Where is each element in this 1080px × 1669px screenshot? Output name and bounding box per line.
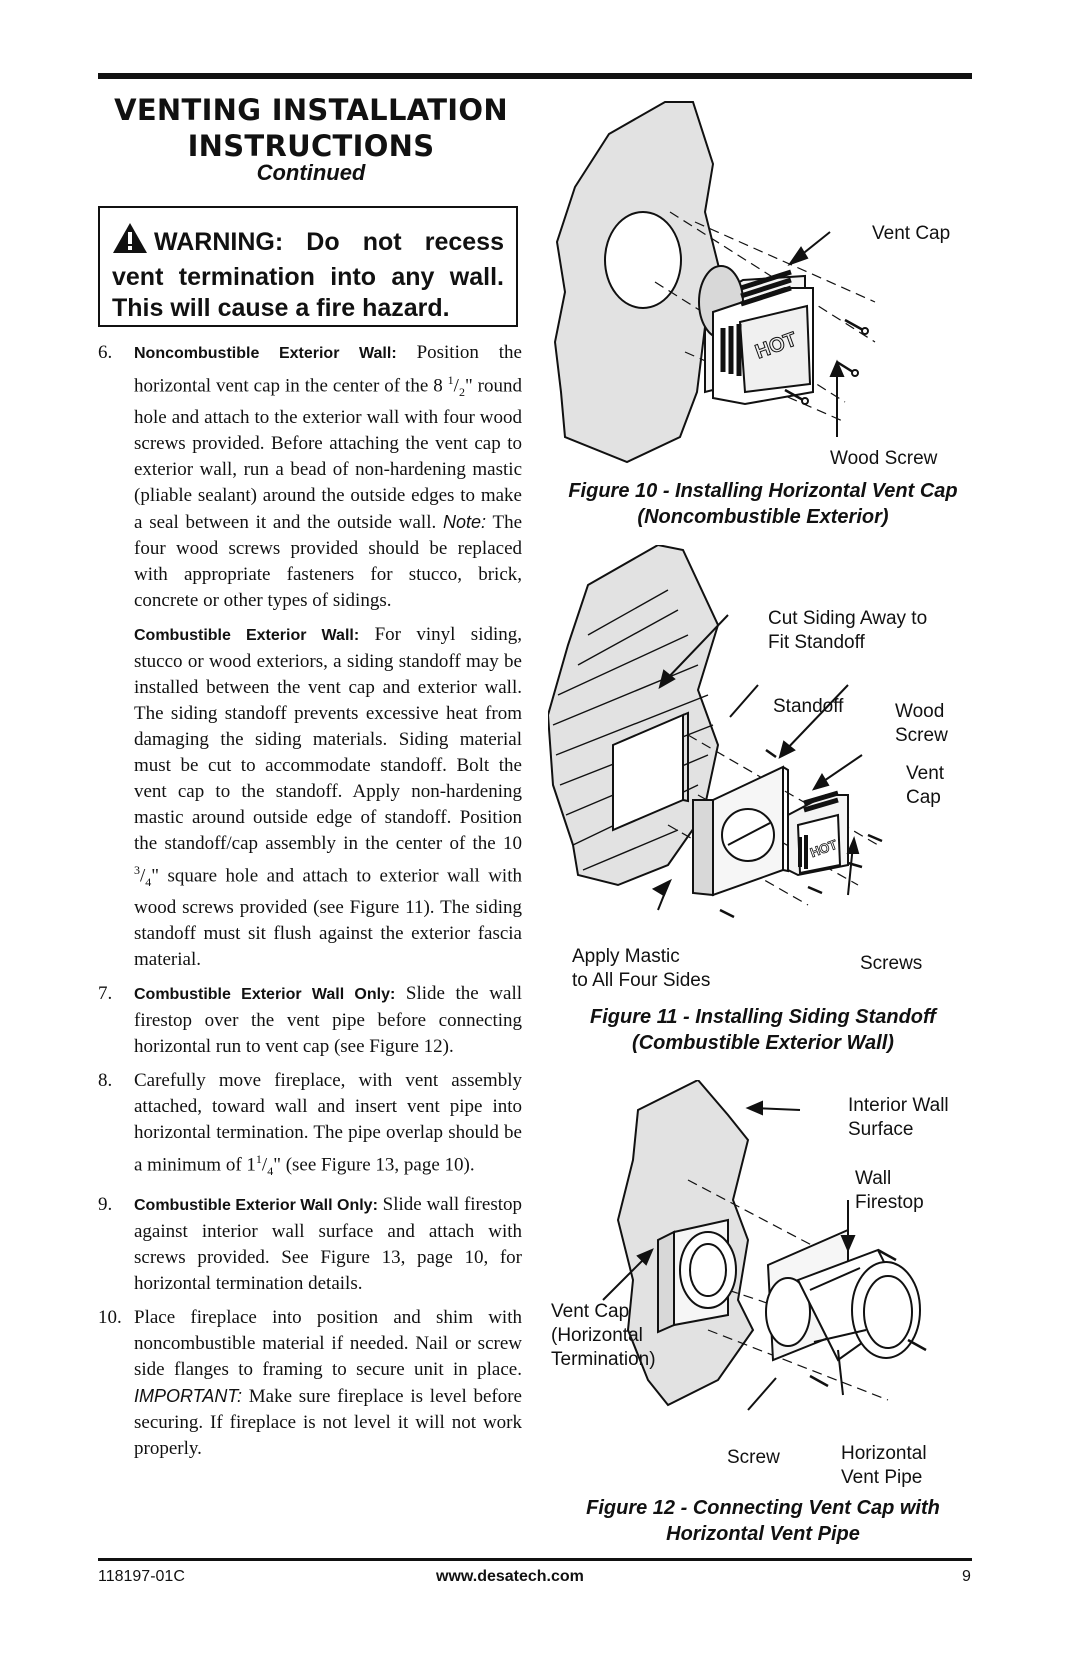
- fig11-callout-vent-cap-line1: Vent: [906, 763, 945, 784]
- step-lead: Noncombustible Exterior Wall:: [134, 345, 397, 362]
- figure-12-caption-line1: Figure 12 - Connecting Vent Cap with: [586, 1497, 940, 1519]
- step-number: 8.: [98, 1070, 113, 1092]
- step-text: " (see Figure 13, page 10).: [273, 1154, 475, 1176]
- fig10-callout-wood-screw: Wood Screw: [830, 448, 938, 469]
- figure-11-illustration: HOT: [548, 545, 978, 965]
- fig12-callout-horizontal-vent-pipe-line2: Vent Pipe: [841, 1467, 923, 1488]
- list-item: 9. Combustible Exterior Wall Only: Slide…: [98, 1192, 522, 1297]
- fig11-callout-vent-cap: Vent Cap: [906, 762, 944, 810]
- fig11-callout-wood-screw-line2: Screw: [895, 725, 948, 746]
- fig11-callout-cut-siding-line2: Fit Standoff: [768, 632, 865, 653]
- footer-doc-number: 118197-01C: [98, 1568, 185, 1585]
- section-title-line1: VENTING INSTALLATION: [114, 93, 508, 127]
- bottom-rule: [98, 1558, 972, 1561]
- section-subtitle: Continued: [256, 160, 366, 185]
- step-text: Slide the wall firestop over the vent pi…: [134, 983, 522, 1058]
- fig11-callout-cut-siding: Cut Siding Away to Fit Standoff: [768, 607, 927, 655]
- fig12-callout-horizontal-vent-pipe: Horizontal Vent Pipe: [841, 1442, 927, 1490]
- fig12-callout-vent-cap-line3: Termination): [551, 1349, 656, 1370]
- figure-11-caption-line1: Figure 11 - Installing Siding Standoff: [590, 1006, 936, 1028]
- step-lead: Combustible Exterior Wall Only:: [134, 1197, 378, 1215]
- fraction-denominator: 2: [458, 385, 465, 400]
- fig11-callout-wood-screw-line1: Wood: [895, 701, 945, 722]
- fig11-callout-apply-mastic: Apply Mastic to All Four Sides: [572, 945, 710, 993]
- fig12-callout-wall-firestop-line1: Wall: [855, 1168, 892, 1189]
- top-rule: [98, 73, 972, 79]
- step-text: For vinyl siding, stucco or wood exterio…: [134, 624, 523, 855]
- step-number: 10.: [98, 1307, 122, 1329]
- fig11-callout-standoff: Standoff: [773, 696, 844, 717]
- fig12-callout-interior-wall-line2: Surface: [848, 1119, 914, 1140]
- warning-box: WARNING: Do not recess vent termination …: [98, 206, 518, 327]
- fraction-denominator: 4: [145, 875, 152, 890]
- step-text: Slide wall firestop against interior wal…: [134, 1194, 522, 1295]
- figure-12-illustration: [548, 1080, 978, 1480]
- important-label: IMPORTANT:: [134, 1386, 242, 1407]
- step-text: Place fireplace into position and shim w…: [134, 1307, 522, 1381]
- fig11-callout-vent-cap-line2: Cap: [906, 787, 941, 808]
- list-item: 7. Combustible Exterior Wall Only: Slide…: [98, 981, 522, 1060]
- figure-10-illustration: HOT: [545, 92, 985, 482]
- fig12-callout-wall-firestop-line2: Firestop: [855, 1192, 924, 1213]
- fig12-callout-interior-wall-line1: Interior Wall: [848, 1095, 949, 1116]
- warning-triangle-icon: [112, 222, 148, 262]
- step-lead: Combustible Exterior Wall:: [134, 627, 360, 645]
- note-label: Note:: [443, 512, 487, 533]
- footer-page-number: 9: [962, 1568, 971, 1585]
- fig11-callout-apply-mastic-line1: Apply Mastic: [572, 946, 680, 967]
- step-text: " round hole and attach to the exterior …: [134, 375, 522, 534]
- fig11-callout-cut-siding-line1: Cut Siding Away to: [768, 608, 928, 629]
- fraction-numerator: 1: [447, 373, 454, 387]
- fig12-callout-vent-cap-line1: Vent Cap: [551, 1301, 630, 1322]
- step-number: 6.: [98, 342, 113, 363]
- fig12-callout-horizontal-vent-pipe-line1: Horizontal: [841, 1443, 927, 1464]
- step-number: 9.: [98, 1194, 113, 1216]
- fig11-callout-wood-screw: Wood Screw: [895, 700, 948, 748]
- fraction-numerator: 3: [134, 863, 140, 878]
- list-item: 6. Noncombustible Exterior Wall: Positio…: [98, 342, 523, 971]
- figure-12-caption: Figure 12 - Connecting Vent Cap with Hor…: [546, 1495, 980, 1547]
- fig12-callout-vent-cap-line2: (Horizontal: [551, 1325, 643, 1346]
- step-number: 7.: [98, 983, 113, 1005]
- figure-12-caption-line2: Horizontal Vent Pipe: [666, 1523, 860, 1545]
- figure-11-caption-line2: (Combustible Exterior Wall): [632, 1032, 894, 1054]
- footer-website[interactable]: www.desatech.com: [436, 1568, 584, 1585]
- step-text: " square hole and attach to exterior wal…: [134, 865, 522, 971]
- figure-10-caption-line2: (Noncombustible Exterior): [637, 506, 889, 528]
- fig11-callout-apply-mastic-line2: to All Four Sides: [572, 970, 711, 991]
- step-text: Make sure fireplace is level before secu…: [134, 1386, 522, 1460]
- fraction-numerator: 1: [255, 1152, 262, 1167]
- fig10-callout-vent-cap: Vent Cap: [872, 223, 951, 244]
- step-text: Position the horizontal vent cap in the …: [134, 342, 522, 397]
- list-item: 10. Place fireplace into position and sh…: [98, 1305, 522, 1462]
- step-text: The four wood screws provided should be …: [134, 512, 522, 612]
- fig12-callout-interior-wall: Interior Wall Surface: [848, 1094, 949, 1142]
- fig11-callout-screws: Screws: [860, 953, 923, 974]
- figure-10-caption: Figure 10 - Installing Horizontal Vent C…: [546, 478, 980, 530]
- fig12-callout-screw: Screw: [727, 1447, 780, 1468]
- fraction-denominator: 4: [267, 1164, 274, 1179]
- figure-10-caption-line1: Figure 10 - Installing Horizontal Vent C…: [568, 480, 958, 502]
- list-item: 8. Carefully move fireplace, with vent a…: [98, 1070, 522, 1179]
- section-title: VENTING INSTALLATION INSTRUCTIONS: [98, 92, 524, 164]
- warning-text: WARNING: Do not recess vent termination …: [112, 228, 504, 322]
- section-title-line2: INSTRUCTIONS: [187, 129, 435, 163]
- fig12-callout-vent-cap: Vent Cap (Horizontal Termination): [551, 1300, 656, 1372]
- fig12-callout-wall-firestop: Wall Firestop: [855, 1167, 924, 1215]
- step-text: Carefully move fireplace, with vent asse…: [134, 1070, 522, 1176]
- instructions-body: 6. Noncombustible Exterior Wall: Positio…: [98, 340, 522, 1470]
- step-lead: Combustible Exterior Wall Only:: [134, 986, 396, 1004]
- figure-11-caption: Figure 11 - Installing Siding Standoff (…: [546, 1004, 980, 1056]
